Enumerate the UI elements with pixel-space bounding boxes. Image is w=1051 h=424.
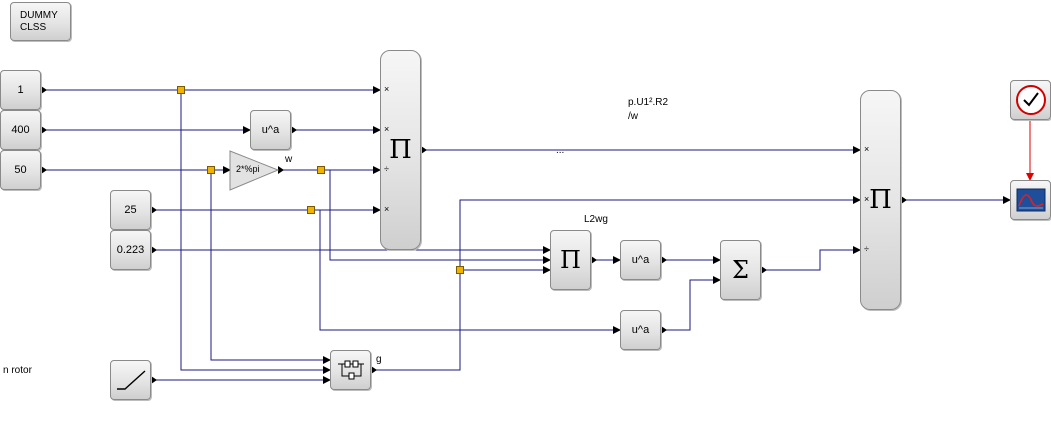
ramp-block[interactable]	[110, 360, 151, 400]
out-port	[761, 266, 767, 274]
label-w: w	[285, 154, 293, 165]
product-block-1[interactable]: Π	[380, 50, 421, 250]
sign-prod3-in2: ×	[864, 194, 870, 204]
out-port	[151, 246, 157, 254]
sum-block[interactable]: Σ	[720, 240, 761, 300]
product-block-3[interactable]: Π	[860, 90, 901, 310]
link-split1-down	[180, 90, 331, 374]
sum-symbol: Σ	[732, 256, 749, 284]
sign-prod1-in4: ×	[384, 204, 390, 214]
gain-block[interactable]: 2*%pi	[230, 151, 278, 190]
sign-prod1-in1: ×	[384, 84, 390, 94]
const-400-block[interactable]: 400	[0, 110, 41, 150]
out-port	[151, 376, 157, 384]
out-port	[661, 256, 667, 264]
const-50-value: 50	[14, 164, 27, 176]
out-port	[278, 166, 284, 174]
split-point	[207, 166, 215, 174]
gain-block-label: 2*%pi	[236, 164, 260, 174]
ramp-icon	[116, 370, 145, 390]
label-g: g	[376, 354, 382, 365]
out-port	[661, 326, 667, 334]
product-block-2[interactable]: Π	[550, 230, 591, 290]
link-g-out	[371, 196, 861, 371]
power-block-1[interactable]: u^a	[250, 110, 291, 150]
out-port	[41, 126, 47, 134]
power-block-2[interactable]: u^a	[620, 240, 661, 280]
label-n-rotor: n rotor	[3, 365, 32, 376]
label-formula-line2: /w	[628, 111, 638, 122]
split-point	[307, 206, 315, 214]
link-sum-prod3	[761, 246, 861, 271]
product-symbol-1: Π	[389, 135, 412, 165]
link-split50-down	[210, 170, 331, 364]
link-pow3-sum	[661, 276, 721, 331]
const-400-value: 400	[11, 124, 30, 136]
const-1-value: 1	[17, 84, 24, 96]
power-block-3-label: u^a	[631, 324, 650, 336]
const-0223-block[interactable]: 0.223	[110, 230, 151, 270]
out-port	[591, 256, 597, 264]
split-point	[456, 266, 464, 274]
subsystem-icon	[337, 360, 364, 380]
product-symbol-2: Π	[560, 246, 581, 274]
dummy-line2: CLSS	[20, 21, 47, 33]
out-port	[41, 166, 47, 174]
const-25-block[interactable]: 25	[110, 190, 151, 230]
const-0223-value: 0.223	[116, 244, 145, 256]
const-1-block[interactable]: 1	[0, 70, 41, 110]
label-ellipsis: ...	[556, 145, 565, 156]
link-split25-pow3	[311, 209, 621, 334]
sign-prod3-in1: ×	[864, 144, 870, 154]
clock-block[interactable]	[1010, 80, 1051, 120]
out-port	[151, 206, 157, 214]
clock-icon	[1015, 85, 1046, 115]
product-symbol-3: Π	[869, 185, 892, 215]
power-block-3[interactable]: u^a	[620, 310, 661, 350]
out-port	[371, 366, 377, 374]
sign-prod1-in2: ×	[384, 124, 390, 134]
out-port	[901, 196, 907, 204]
power-block-1-label: u^a	[261, 124, 280, 136]
subsystem-g-block[interactable]	[330, 350, 371, 390]
out-port	[421, 146, 427, 154]
dummy-line1: DUMMY	[20, 9, 58, 21]
dummy-clss-block[interactable]: DUMMY CLSS	[10, 2, 71, 41]
sign-prod3-in3: ÷	[864, 244, 869, 254]
label-formula-line1: p.U1².R2	[628, 97, 669, 108]
split-point	[317, 166, 325, 174]
scope-block[interactable]	[1010, 180, 1051, 220]
sign-prod1-in3: ÷	[384, 164, 389, 174]
const-25-value: 25	[124, 204, 137, 216]
power-block-2-label: u^a	[631, 254, 650, 266]
out-port	[291, 126, 297, 134]
const-50-block[interactable]: 50	[0, 150, 41, 190]
out-port	[41, 86, 47, 94]
scope-icon	[1016, 188, 1045, 212]
split-point	[177, 86, 185, 94]
link-w-prod2	[321, 169, 551, 264]
gain-block-shape	[229, 150, 280, 191]
label-l2wg: L2wg	[584, 214, 608, 225]
